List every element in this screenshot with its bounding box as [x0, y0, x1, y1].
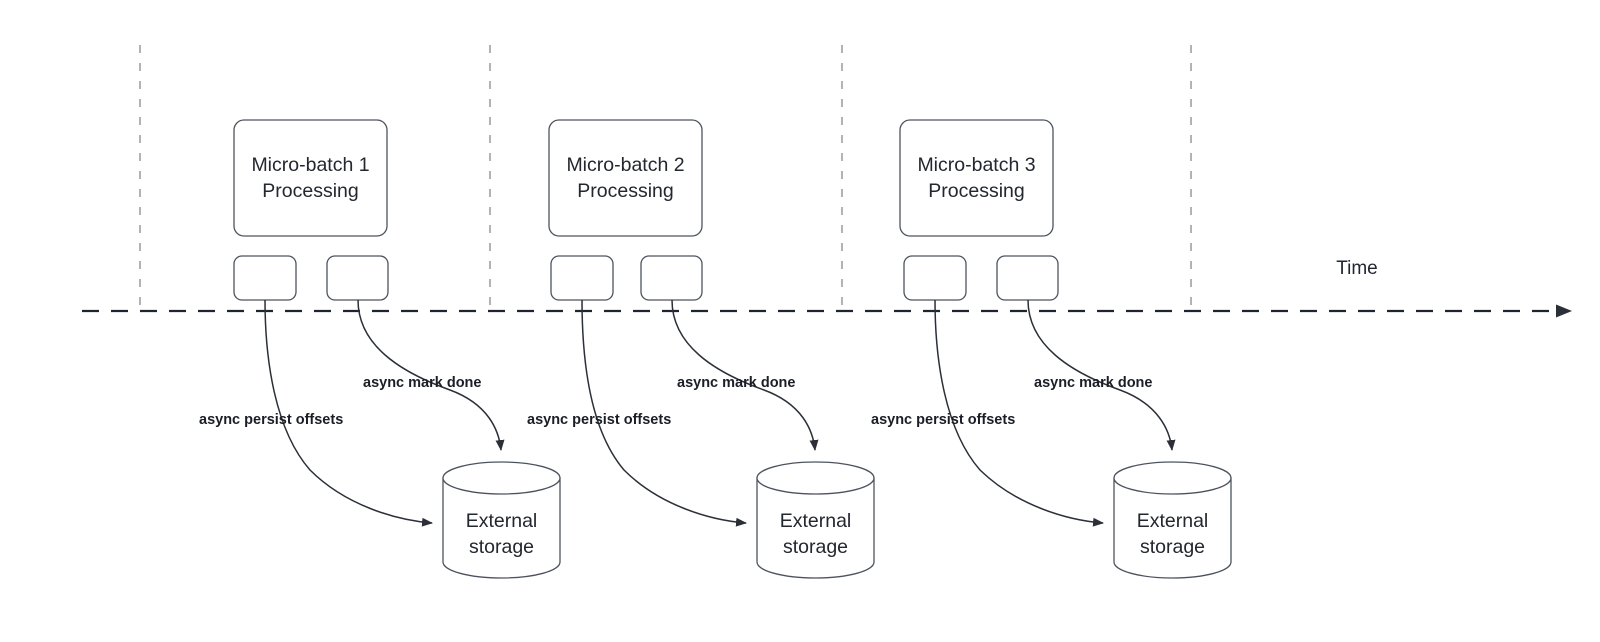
async-persist-offsets-label-2: async persist offsets: [527, 412, 671, 428]
async-mark-done-arrow-3: [1027, 299, 1176, 451]
micro-batch-1-label-line2: Processing: [262, 180, 358, 202]
external-storage-2-top: [756, 461, 875, 495]
micro-batch-2-label-line2: Processing: [577, 180, 673, 202]
micro-batch-3-processing-box[interactable]: [899, 119, 1054, 237]
external-storage-1-label-line2: storage: [469, 536, 534, 558]
external-storage-2-body: [756, 477, 875, 579]
async-persist-offsets-arrow-2: [581, 299, 747, 527]
external-storage-2-label-line1: External: [780, 510, 852, 532]
micro-batch-2-label-line1: Micro-batch 2: [566, 154, 684, 176]
micro-batch-group-2: Micro-batch 2 Processing async persist o…: [527, 119, 875, 579]
micro-batch-3-label-line1: Micro-batch 3: [917, 154, 1035, 176]
time-axis: Time: [82, 258, 1572, 318]
external-storage-1[interactable]: External storage: [442, 461, 561, 579]
micro-batch-boundaries: [139, 45, 1192, 313]
mark-done-task-1[interactable]: [326, 255, 389, 301]
micro-batch-1-processing-box[interactable]: [233, 119, 388, 237]
external-storage-3[interactable]: External storage: [1113, 461, 1232, 579]
async-mark-done-label-2: async mark done: [677, 375, 795, 391]
async-persist-offsets-arrow-1: [264, 299, 433, 527]
async-mark-done-label-1: async mark done: [363, 375, 481, 391]
micro-batch-3-label-line2: Processing: [928, 180, 1024, 202]
offset-commit-task-3[interactable]: [903, 255, 967, 301]
external-storage-3-body: [1113, 477, 1232, 579]
mark-done-task-3[interactable]: [996, 255, 1059, 301]
time-axis-label: Time: [1336, 258, 1378, 279]
external-storage-3-top: [1113, 461, 1232, 495]
async-persist-offsets-label-1: async persist offsets: [199, 412, 343, 428]
external-storage-1-label-line1: External: [466, 510, 538, 532]
time-axis-arrowhead: [1556, 304, 1572, 318]
micro-batch-group-1: Micro-batch 1 Processing async persist o…: [199, 119, 561, 579]
offset-commit-task-2[interactable]: [550, 255, 614, 301]
async-mark-done-arrow-1: [357, 299, 505, 451]
micro-batch-1-label-line1: Micro-batch 1: [251, 154, 369, 176]
external-storage-1-top: [442, 461, 561, 495]
micro-batch-group-3: Micro-batch 3 Processing async persist o…: [871, 119, 1232, 579]
async-mark-done-arrow-2: [671, 299, 819, 451]
async-persist-offsets-arrow-3: [934, 299, 1104, 527]
mark-done-task-2[interactable]: [640, 255, 703, 301]
external-storage-2-label-line2: storage: [783, 536, 848, 558]
external-storage-2[interactable]: External storage: [756, 461, 875, 579]
offset-commit-task-1[interactable]: [233, 255, 297, 301]
async-persist-offsets-label-3: async persist offsets: [871, 412, 1015, 428]
external-storage-3-label-line1: External: [1137, 510, 1209, 532]
external-storage-1-body: [442, 477, 561, 579]
external-storage-3-label-line2: storage: [1140, 536, 1205, 558]
micro-batch-2-processing-box[interactable]: [548, 119, 703, 237]
async-mark-done-label-3: async mark done: [1034, 375, 1152, 391]
